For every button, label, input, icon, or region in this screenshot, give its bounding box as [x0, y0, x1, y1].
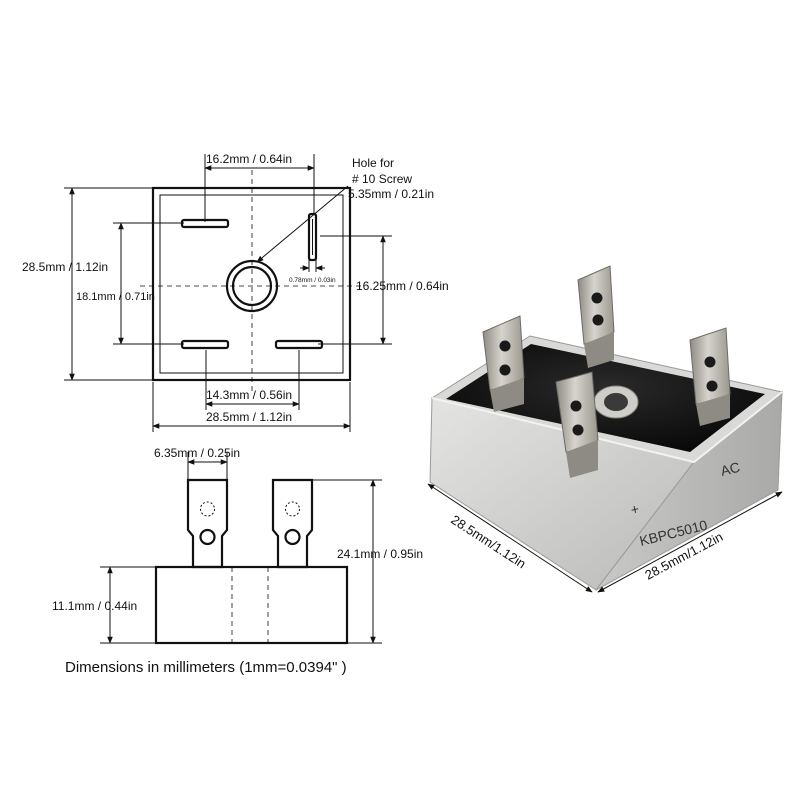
top-body-inner — [159, 194, 344, 374]
photo-terminal-front — [555, 371, 599, 478]
photo-terminal-right — [689, 327, 731, 426]
side-body — [154, 565, 349, 645]
dimensions-caption: Dimensions in millimeters (1mm=0.0394" ) — [65, 659, 347, 676]
photo-edge-arrow-right — [597, 491, 783, 593]
dim-top-width: 16.2mm / 0.64in — [206, 152, 292, 166]
top-view: 16.2mm / 0.64in Hole for # 10 Screw 5.35… — [22, 152, 449, 432]
hole-note-line2: # 10 Screw — [352, 172, 412, 186]
side-terminal-right — [271, 478, 314, 569]
dim-total-height: 24.1mm / 0.95in — [337, 547, 423, 561]
top-body-outer — [151, 186, 352, 382]
dim-body-height: 11.1mm / 0.44in — [52, 599, 137, 613]
pin-right-vertical — [307, 212, 318, 262]
photo-terminal-back — [577, 265, 615, 368]
photo-edge-arrow-left — [427, 483, 593, 593]
pin-bottom-right — [274, 339, 324, 350]
dim-overall-height: 28.5mm / 1.12in — [22, 260, 108, 274]
mounting-hole-inner — [231, 265, 273, 307]
hole-note-line1: Hole for — [352, 156, 394, 170]
dim-tab-width: 6.35mm / 0.25in — [154, 446, 240, 460]
side-terminal-left — [186, 478, 229, 569]
mounting-hole-outer — [225, 259, 279, 313]
dim-overall-width: 28.5mm / 1.12in — [206, 410, 292, 424]
hole-note-line3: 5.35mm / 0.21in — [348, 187, 434, 201]
hole-leader-line — [256, 185, 349, 263]
side-view: 6.35mm / 0.25in 24.1mm / 0.95in 11.1mm /… — [52, 446, 423, 645]
marking-ac: AC — [719, 459, 742, 479]
dim-inner-height: 18.1mm / 0.71in — [76, 291, 155, 303]
product-photo: AC + KBPC5010 28.5mm/1.12in 28.5mm/1.12i… — [427, 265, 784, 593]
dim-pin-spacing: 14.3mm / 0.56in — [206, 388, 292, 402]
pin-bottom-left — [180, 339, 230, 350]
dim-pin-width: 0.78mm / 0.03in — [289, 277, 336, 284]
dim-right-spacing: 16.25mm / 0.64in — [356, 279, 449, 293]
photo-terminal-left — [482, 315, 525, 412]
